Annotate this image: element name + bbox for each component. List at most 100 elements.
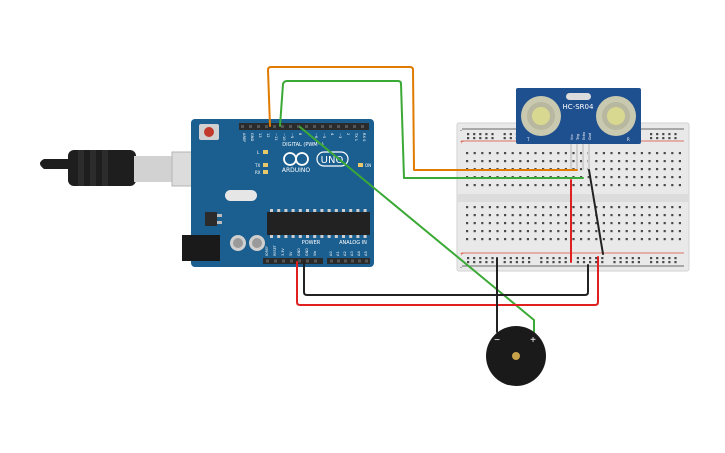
breadboard-hole[interactable]	[511, 152, 514, 155]
breadboard-hole[interactable]	[625, 160, 628, 163]
breadboard-hole[interactable]	[580, 238, 583, 241]
breadboard-hole[interactable]	[671, 176, 674, 179]
digital-pin-hole[interactable]	[241, 125, 244, 128]
breadboard-hole[interactable]	[648, 176, 651, 179]
breadboard-hole[interactable]	[504, 238, 507, 241]
digital-pin-hole[interactable]	[329, 125, 332, 128]
breadboard-hole[interactable]	[542, 160, 545, 163]
breadboard-hole[interactable]	[564, 152, 567, 155]
rail-hole[interactable]	[576, 257, 579, 260]
breadboard-hole[interactable]	[526, 230, 529, 233]
breadboard-hole[interactable]	[473, 222, 476, 225]
breadboard-hole[interactable]	[534, 160, 537, 163]
breadboard-hole[interactable]	[671, 230, 674, 233]
breadboard-hole[interactable]	[610, 238, 613, 241]
rail-hole[interactable]	[509, 133, 512, 136]
breadboard-hole[interactable]	[580, 230, 583, 233]
breadboard-hole[interactable]	[610, 160, 613, 163]
breadboard-hole[interactable]	[656, 152, 659, 155]
breadboard-hole[interactable]	[473, 238, 476, 241]
breadboard-hole[interactable]	[656, 222, 659, 225]
rail-hole[interactable]	[650, 133, 653, 136]
breadboard-hole[interactable]	[519, 222, 522, 225]
rail-hole[interactable]	[595, 261, 598, 264]
orange-trig-wire[interactable]	[267, 66, 578, 171]
breadboard-hole[interactable]	[656, 176, 659, 179]
rail-hole[interactable]	[619, 257, 622, 260]
breadboard-hole[interactable]	[625, 152, 628, 155]
breadboard-hole[interactable]	[648, 160, 651, 163]
rail-hole[interactable]	[552, 257, 555, 260]
breadboard-hole[interactable]	[633, 160, 636, 163]
digital-pin-hole[interactable]	[257, 125, 260, 128]
breadboard-hole[interactable]	[542, 206, 545, 209]
breadboard-hole[interactable]	[633, 168, 636, 171]
breadboard-hole[interactable]	[481, 238, 484, 241]
rail-hole[interactable]	[552, 261, 555, 264]
breadboard-hole[interactable]	[625, 168, 628, 171]
breadboard-hole[interactable]	[466, 214, 469, 217]
breadboard-hole[interactable]	[595, 206, 598, 209]
rail-hole[interactable]	[485, 257, 488, 260]
breadboard-hole[interactable]	[473, 214, 476, 217]
digital-pin-hole[interactable]	[313, 125, 316, 128]
breadboard-hole[interactable]	[580, 206, 583, 209]
breadboard-hole[interactable]	[640, 238, 643, 241]
breadboard-hole[interactable]	[610, 168, 613, 171]
rail-hole[interactable]	[521, 257, 525, 260]
breadboard-hole[interactable]	[625, 206, 628, 209]
breadboard-hole[interactable]	[519, 206, 522, 209]
rail-hole[interactable]	[668, 133, 671, 136]
rail-hole[interactable]	[540, 257, 543, 260]
rail-hole[interactable]	[601, 261, 604, 264]
breadboard-hole[interactable]	[602, 222, 605, 225]
breadboard-hole[interactable]	[511, 160, 514, 163]
rail-hole[interactable]	[637, 261, 640, 264]
breadboard-hole[interactable]	[542, 238, 545, 241]
breadboard-hole[interactable]	[572, 152, 575, 155]
breadboard-hole[interactable]	[656, 184, 659, 187]
breadboard-hole[interactable]	[618, 160, 621, 163]
breadboard-hole[interactable]	[511, 184, 514, 187]
breadboard-hole[interactable]	[678, 222, 681, 225]
rail-hole[interactable]	[467, 261, 470, 264]
breadboard-hole[interactable]	[496, 238, 499, 241]
breadboard-hole[interactable]	[488, 222, 491, 225]
rail-hole[interactable]	[595, 257, 598, 260]
breadboard-hole[interactable]	[671, 168, 674, 171]
breadboard-hole[interactable]	[473, 160, 476, 163]
breadboard-hole[interactable]	[473, 152, 476, 155]
breadboard-hole[interactable]	[488, 152, 491, 155]
breadboard-hole[interactable]	[587, 176, 590, 179]
breadboard-hole[interactable]	[618, 184, 621, 187]
breadboard-hole[interactable]	[671, 222, 674, 225]
power-pin-hole[interactable]	[274, 259, 277, 263]
rail-hole[interactable]	[674, 261, 677, 264]
breadboard-hole[interactable]	[656, 230, 659, 233]
breadboard-hole[interactable]	[511, 222, 514, 225]
breadboard-hole[interactable]	[648, 214, 651, 217]
breadboard-hole[interactable]	[648, 230, 651, 233]
rail-hole[interactable]	[650, 137, 653, 140]
digital-pin-hole[interactable]	[345, 125, 348, 128]
rail-hole[interactable]	[631, 257, 634, 260]
rail-hole[interactable]	[625, 257, 628, 260]
breadboard-hole[interactable]	[557, 214, 560, 217]
breadboard-hole[interactable]	[663, 230, 666, 233]
rail-hole[interactable]	[662, 261, 665, 264]
rail-hole[interactable]	[509, 137, 512, 140]
breadboard-hole[interactable]	[595, 160, 598, 163]
breadboard-hole[interactable]	[610, 152, 613, 155]
breadboard-hole[interactable]	[557, 222, 560, 225]
breadboard-hole[interactable]	[610, 206, 613, 209]
breadboard-hole[interactable]	[488, 214, 491, 217]
rail-hole[interactable]	[558, 257, 561, 260]
breadboard-hole[interactable]	[618, 168, 621, 171]
breadboard-hole[interactable]	[564, 214, 567, 217]
rail-hole[interactable]	[650, 257, 653, 260]
rail-hole[interactable]	[564, 261, 567, 264]
breadboard-hole[interactable]	[656, 214, 659, 217]
power-pin-hole[interactable]	[266, 259, 269, 263]
breadboard-hole[interactable]	[557, 206, 560, 209]
breadboard-hole[interactable]	[572, 184, 575, 187]
